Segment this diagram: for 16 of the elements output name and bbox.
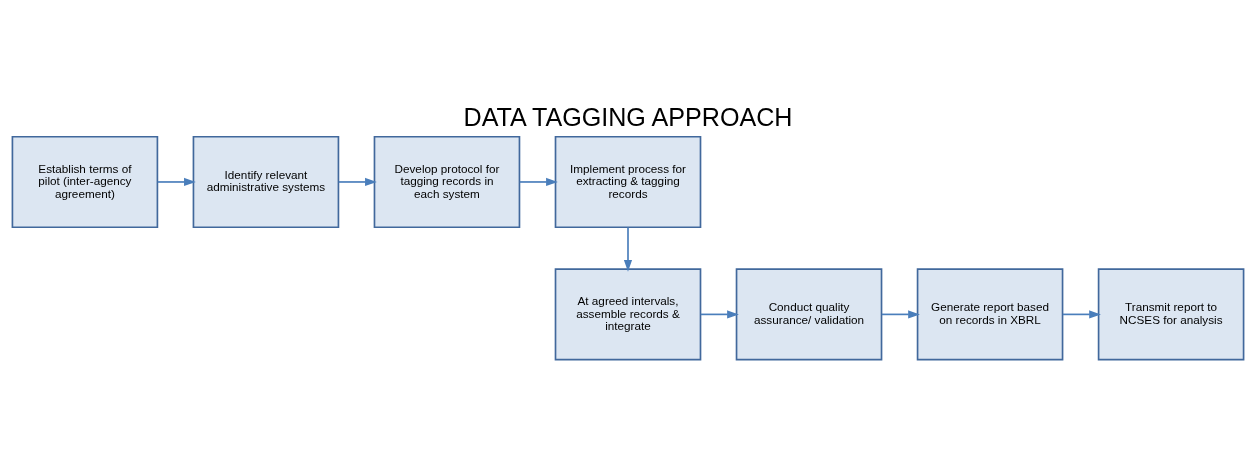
- arrow: [700, 310, 739, 319]
- arrow: [1062, 310, 1101, 319]
- node-box: Identify relevant administrative systems: [192, 135, 340, 229]
- arrow: [623, 226, 633, 272]
- node-box: Implement process for extracting & tagging records: [554, 135, 702, 229]
- arrow: [881, 310, 920, 319]
- node-box: Develop protocol for tagging records in each system: [373, 135, 521, 229]
- arrow: [337, 177, 377, 187]
- arrow: [518, 177, 558, 187]
- node-box: Generate report based on records in XBRL: [916, 268, 1064, 361]
- node-box: Transmit report to NCSES for analysis: [1097, 268, 1245, 361]
- arrow: [156, 177, 196, 187]
- node-box: Conduct quality assurance/ validation: [735, 268, 883, 361]
- diagram-title: DATA TAGGING APPROACH: [463, 102, 793, 131]
- node-box: Establish terms of pilot (inter-agency agreement): [11, 135, 159, 229]
- node-box: At agreed intervals, assemble records & integrate: [554, 268, 702, 361]
